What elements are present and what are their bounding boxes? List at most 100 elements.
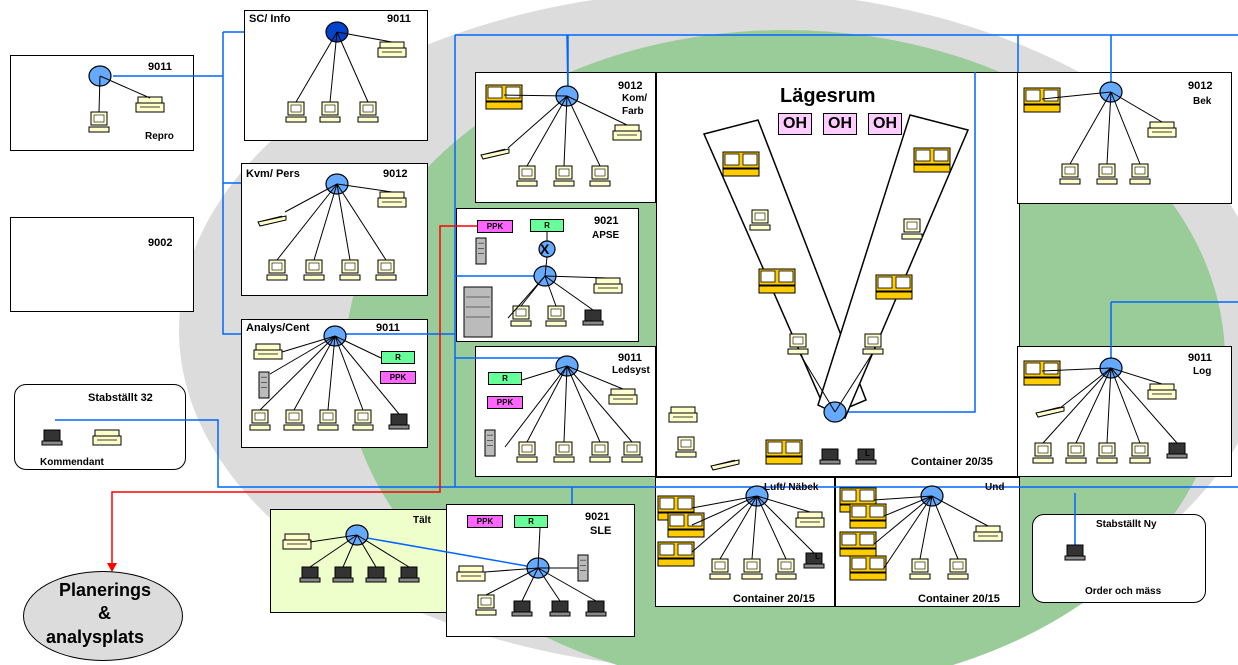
pc-base <box>1032 457 1054 464</box>
console-screen-a <box>851 505 867 518</box>
device-link <box>1110 367 1163 385</box>
laptop-icon <box>398 566 420 583</box>
pc-base <box>283 424 305 431</box>
laptop-base <box>549 611 571 617</box>
device-link <box>1041 367 1112 372</box>
scanner-line <box>714 459 736 466</box>
luft-l: L <box>815 552 820 561</box>
server-case <box>484 429 496 457</box>
device-link <box>1069 91 1112 165</box>
device-link <box>566 95 601 167</box>
device-link <box>259 335 336 411</box>
printer-icon <box>253 343 283 360</box>
scanner-icon <box>257 215 287 227</box>
laptop-base <box>332 577 354 583</box>
ledsyst-r-tag: R <box>488 372 522 385</box>
laptop-base <box>365 577 387 583</box>
lagesrum-container: Container 20/35 <box>911 456 993 468</box>
pc-screen <box>1134 445 1146 454</box>
analys-cent-ppk-tag: PPK <box>380 371 416 384</box>
pc-icon <box>357 101 379 123</box>
pc-icon <box>375 259 397 281</box>
luft-title: Luft/ Näbek <box>764 482 819 493</box>
ledsyst-sub: Ledsyst <box>612 365 650 376</box>
laptop-icon <box>1064 544 1086 561</box>
pc-icon <box>1129 442 1151 464</box>
laptop-base <box>398 577 420 583</box>
laptop-base <box>299 577 321 583</box>
pc-screen <box>1101 445 1113 454</box>
console-screen-a <box>841 533 857 546</box>
pc-icon <box>285 101 307 123</box>
console-screen-a <box>767 441 783 454</box>
pc-screen <box>93 114 105 123</box>
laptop-screen <box>334 566 352 579</box>
pc-base <box>901 233 923 240</box>
pc-screen <box>867 336 879 345</box>
pc-icon <box>775 558 797 580</box>
sle-r-tag: R <box>514 515 548 528</box>
pc-icon <box>675 436 697 458</box>
console-desk <box>657 558 695 567</box>
laptop-icon <box>855 448 877 465</box>
printer-icon <box>456 565 486 582</box>
pc-screen <box>594 444 606 453</box>
pc-base <box>589 180 611 187</box>
backbone-link <box>55 419 1238 488</box>
pc-screen <box>308 262 320 271</box>
pc-icon <box>947 558 969 580</box>
pc-icon <box>621 441 643 463</box>
printer-body <box>973 531 1003 542</box>
server-case <box>258 371 270 399</box>
console-desk <box>722 168 760 177</box>
scanner-icon <box>480 148 510 160</box>
printer-top <box>379 191 405 199</box>
printer-top <box>595 277 621 285</box>
device-link <box>342 534 358 568</box>
laptop-base <box>855 459 877 465</box>
sle-sub: SLE <box>590 525 612 537</box>
console-screen-b <box>505 86 521 99</box>
pc-icon <box>901 218 923 240</box>
lagesrum-title: Lägesrum <box>780 85 876 107</box>
pc-icon <box>1096 163 1118 185</box>
scanner-line <box>1039 406 1061 413</box>
analys-cent-code: 9011 <box>376 322 400 334</box>
laptop-icon <box>585 600 607 617</box>
console-screen-a <box>841 489 857 502</box>
laptop-screen <box>821 448 839 461</box>
console-desk <box>758 285 796 294</box>
node-stabstalt-ny <box>1032 514 1206 603</box>
pc-base <box>475 609 497 616</box>
pc-screen <box>254 412 266 421</box>
scanner-line <box>484 148 506 155</box>
console-screen-b <box>859 533 875 546</box>
pc-base <box>1096 178 1118 185</box>
server-case <box>463 286 493 338</box>
device-link <box>269 335 336 375</box>
device-link <box>356 534 410 568</box>
pc-icon <box>709 558 731 580</box>
console-desk <box>849 520 887 529</box>
laptop-base <box>819 459 841 465</box>
und-title: Und <box>985 482 1005 493</box>
console-desk <box>765 456 803 465</box>
console-screen-b <box>1043 362 1059 375</box>
pc-base <box>545 320 567 327</box>
pc-base <box>1065 457 1087 464</box>
device-link <box>99 75 151 99</box>
pc-icon <box>1059 163 1081 185</box>
device-link <box>756 495 811 513</box>
console-screen-b <box>785 441 801 454</box>
device-link <box>329 31 338 103</box>
pc-base <box>510 320 532 327</box>
device-link <box>521 365 568 381</box>
stabstalt32-title: Stabställt 32 <box>88 392 153 404</box>
pc-screen <box>914 561 926 570</box>
ledsyst-code: 9011 <box>618 352 642 364</box>
console-desk <box>1023 104 1061 113</box>
scanner-body <box>1035 406 1065 418</box>
v-left-bar <box>702 119 867 417</box>
device-link <box>1106 367 1112 444</box>
pc-screen <box>521 168 533 177</box>
